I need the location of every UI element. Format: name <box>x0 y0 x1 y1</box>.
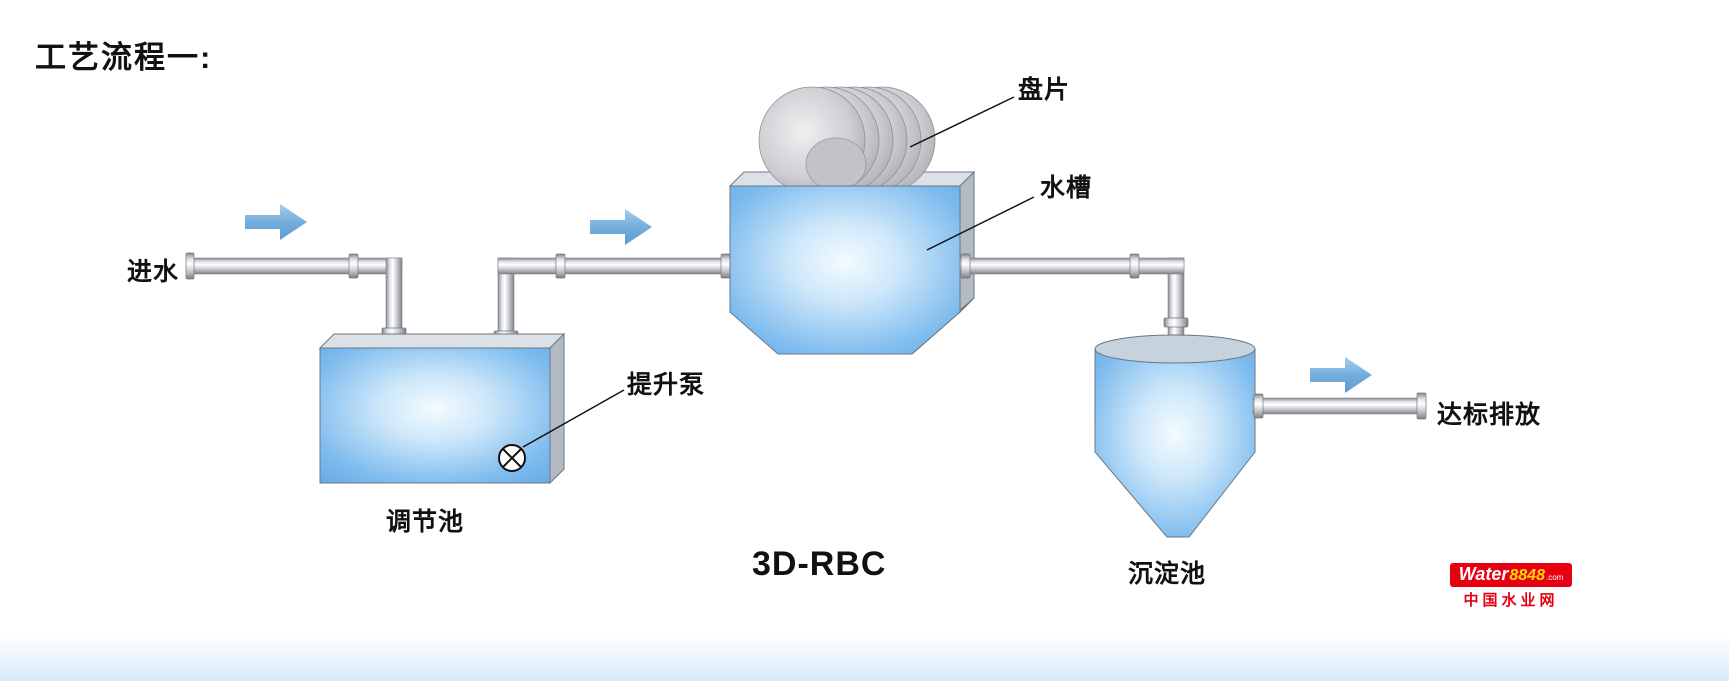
logo-number-text: 8848 <box>1509 567 1545 584</box>
rbc-outlet-joint <box>1129 253 1140 279</box>
label-disc: 盘片 <box>1018 76 1071 104</box>
logo-tld-text: .com <box>1545 573 1564 582</box>
label-discharge: 达标排放 <box>1437 401 1542 429</box>
sedimentation-tank <box>1094 334 1256 538</box>
trough-front <box>729 185 961 355</box>
label-regulation-tank: 调节池 <box>386 508 465 536</box>
flow-arrow-middle <box>590 209 652 245</box>
logo-subtitle-text: 中国水业网 <box>1463 592 1559 609</box>
rbc-outlet-pipe <box>959 253 1185 279</box>
trough-inlet-flange <box>720 253 731 279</box>
lift-pipe-joint <box>555 253 566 279</box>
label-sedimentation-tank: 沉淀池 <box>1128 560 1207 588</box>
lift-pipe <box>493 253 736 353</box>
sedimentation-tank-top <box>1094 334 1256 364</box>
label-water-trough: 水槽 <box>1040 174 1093 202</box>
pump-icon <box>498 444 526 472</box>
sediment-downpipe-flange <box>1163 317 1189 328</box>
discharge-pipe-flange <box>1253 393 1264 419</box>
rbc-disc-stack <box>758 86 936 194</box>
discharge-pipe <box>1252 392 1427 420</box>
regulation-tank-top <box>318 333 566 349</box>
flow-arrow-outlet <box>1310 357 1372 393</box>
sedimentation-tank-body <box>1094 348 1256 538</box>
rbc-outlet-flange <box>960 253 971 279</box>
regulation-tank <box>318 332 625 485</box>
discharge-pipe-endcap <box>1416 392 1427 420</box>
flow-arrow-inlet <box>245 204 307 240</box>
page-title: 工艺流程一: <box>35 40 213 75</box>
rbc-unit <box>728 86 1035 355</box>
disc-leader-line <box>909 96 1015 148</box>
label-rbc-title: 3D-RBC <box>752 545 887 583</box>
trough-leader-line <box>926 196 1035 251</box>
label-inflow: 进水 <box>127 258 180 286</box>
pump-leader-line <box>522 389 625 448</box>
inlet-pipe-endcap <box>185 252 195 280</box>
logo-brand-text: Water <box>1458 564 1509 584</box>
trough-side <box>959 170 975 314</box>
label-lift-pump: 提升泵 <box>627 371 706 399</box>
regulation-tank-side <box>549 332 565 485</box>
disc-hub <box>805 137 867 191</box>
inlet-pipe-joint <box>348 253 359 279</box>
